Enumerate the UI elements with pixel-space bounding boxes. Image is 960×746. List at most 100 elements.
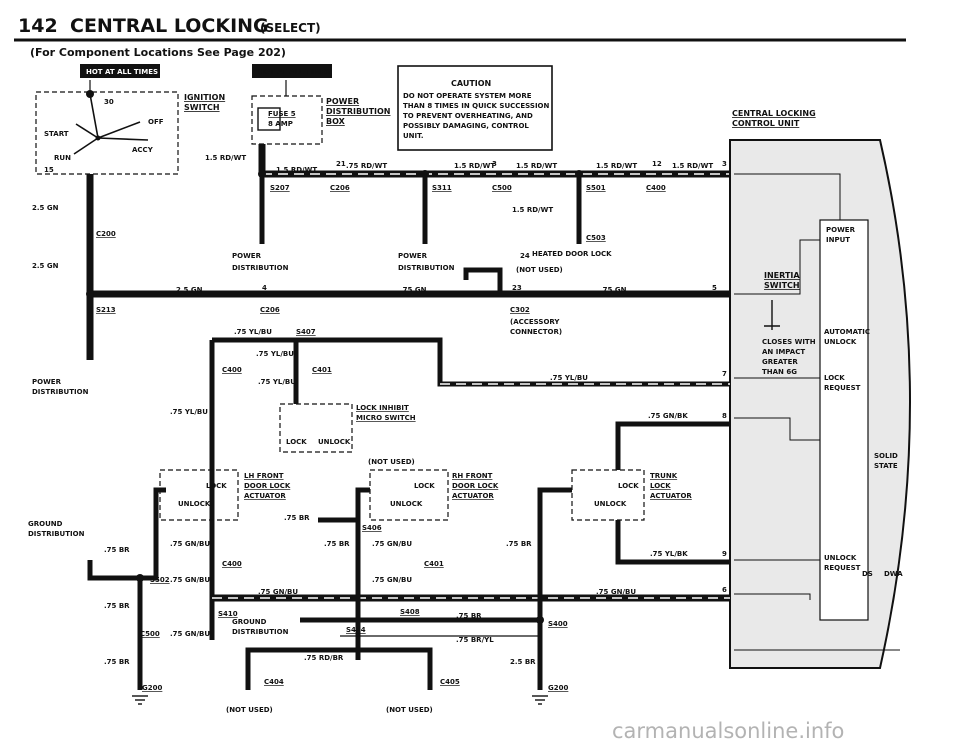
ground-lh xyxy=(87,487,166,581)
conn-c401-b: C401 xyxy=(424,560,444,568)
conn-s414: S414 xyxy=(346,626,366,634)
power-dist-a-1: POWER xyxy=(232,252,262,260)
inertia-note-4: THAN 6G xyxy=(762,368,797,376)
rh-label-3: ACTUATOR xyxy=(452,492,494,500)
wire-label-25gn-c: 2.5 GN xyxy=(176,286,203,294)
ccu-dwa: DWA xyxy=(884,570,903,578)
caution-title: CAUTION xyxy=(451,79,491,88)
pin-6: 6 xyxy=(722,586,727,594)
rh-label-2: DOOR LOCK xyxy=(452,482,499,490)
gnbk-wire xyxy=(615,421,730,470)
pin-8: 8 xyxy=(722,412,727,420)
inertia-note-1: CLOSES WITH xyxy=(762,338,816,346)
conn-c400-c: C400 xyxy=(222,560,242,568)
wire-label-75rdwt: .75 RD/WT xyxy=(346,162,387,170)
lock-inhibit-2: MICRO SWITCH xyxy=(356,414,416,422)
ign-run: RUN xyxy=(54,154,71,162)
wire-label-75br-b: .75 BR xyxy=(104,602,130,610)
wire-label-75br-e: .75 BR xyxy=(324,540,350,548)
conn-s207: S207 xyxy=(270,184,290,192)
ccu-auto-2: UNLOCK xyxy=(824,338,857,346)
rh-unlock: UNLOCK xyxy=(390,500,423,508)
hot-banner-left xyxy=(80,64,160,78)
conn-g200-b: G200 xyxy=(548,684,568,692)
wire-label-15rdwt-e: 1.5 RD/WT xyxy=(596,162,637,170)
wire-label-75br-g: .75 BR xyxy=(456,612,482,620)
ground-label: GROUND xyxy=(232,618,267,626)
ignition-label-2: SWITCH xyxy=(184,103,220,112)
conn-s410: S410 xyxy=(218,610,238,618)
inhibit-not-used: (NOT USED) xyxy=(368,458,415,466)
trunk-label-2: LOCK xyxy=(650,482,671,490)
conn-s501: S501 xyxy=(586,184,606,192)
conn-c500-b: C500 xyxy=(140,630,160,638)
trunk-lock-sw: LOCK xyxy=(618,482,639,490)
wire-label-15rdwt-a: 1.5 RD/WT xyxy=(205,154,246,162)
conn-c503: C503 xyxy=(586,234,606,242)
inertia-note-2: AN IMPACT xyxy=(762,348,805,356)
wire-label-75gnbu-d: .75 GN/BU xyxy=(170,576,210,584)
fuse-label-1: FUSE 5 xyxy=(268,110,296,118)
power-dist-c-1: POWER xyxy=(32,378,62,386)
conn-s502: S502 xyxy=(150,576,170,584)
wire-label-75ylbk: .75 YL/BK xyxy=(650,550,688,558)
ign-pin15: 15 xyxy=(44,166,54,174)
pin-9: 9 xyxy=(722,550,727,558)
conn-c400-a: C400 xyxy=(646,184,666,192)
lock-inhibit-switch xyxy=(279,403,353,453)
hot-banner-left-text: HOT AT ALL TIMES xyxy=(86,68,158,76)
pin-3-b: 3 xyxy=(722,160,727,168)
ccu-solid-1: SOLID xyxy=(874,452,898,460)
wire-label-75ylbu-a: .75 YL/BU xyxy=(234,328,272,336)
ground-dist-1: GROUND xyxy=(28,520,63,528)
wire-label-15rdwt-d: 1.5 RD/WT xyxy=(516,162,557,170)
wire-label-15rdwt-f: 1.5 RD/WT xyxy=(672,162,713,170)
wire-label-75gn-a: .75 GN xyxy=(400,286,427,294)
pin-23: 23 xyxy=(512,284,522,292)
wire-label-75gnbu-e: .75 GN/BU xyxy=(170,630,210,638)
trunk-unlock-sw: UNLOCK xyxy=(594,500,627,508)
wire-label-75ylbu-b: .75 YL/BU xyxy=(256,350,294,358)
lock-inhibit-1: LOCK INHIBIT xyxy=(356,404,409,412)
fuse-label-2: 8 AMP xyxy=(268,120,293,128)
central-locking-control-unit xyxy=(729,139,911,669)
wire-label-75gnbu-f: .75 GN/BU xyxy=(372,540,412,548)
ccu-label-2: CONTROL UNIT xyxy=(732,119,800,128)
wire-label-75gnbu-g: .75 GN/BU xyxy=(372,576,412,584)
wire-label-75br-a: .75 BR xyxy=(104,546,130,554)
conn-c200: C200 xyxy=(96,230,116,238)
pin-7: 7 xyxy=(722,370,727,378)
wire-label-75gnbu-c: .75 GN/BU xyxy=(170,540,210,548)
ccu-power-2: INPUT xyxy=(826,236,850,244)
conn-s407: S407 xyxy=(296,328,316,336)
ground-rh xyxy=(318,487,370,523)
caution-line-5: UNIT. xyxy=(403,132,424,140)
conn-c500-a: C500 xyxy=(492,184,512,192)
ccu-power-1: POWER xyxy=(826,226,856,234)
inertia-switch-symbol xyxy=(764,300,780,330)
inertia-label-1: INERTIA xyxy=(764,271,800,280)
conn-s213: S213 xyxy=(96,306,116,314)
accessory-2: CONNECTOR) xyxy=(510,328,562,336)
conn-s406: S406 xyxy=(362,524,382,532)
ign-accy: ACCY xyxy=(132,146,154,154)
lh-label-2: DOOR LOCK xyxy=(244,482,291,490)
pdb-label-1: POWER xyxy=(326,97,359,106)
caution-line-3: TO PREVENT OVERHEATING, AND xyxy=(403,112,533,120)
ground-dist-2: DISTRIBUTION xyxy=(28,530,85,538)
caution-line-1: DO NOT OPERATE SYSTEM MORE xyxy=(403,92,532,100)
trunk-label-3: ACTUATOR xyxy=(650,492,692,500)
ign-start: START xyxy=(44,130,69,138)
ccu-auto-1: AUTOMATIC xyxy=(824,328,870,336)
wire-label-75br-d: .75 BR xyxy=(284,514,310,522)
ground-trunk xyxy=(537,487,572,690)
fuse-5: FUSE 5 8 AMP POWER DISTRIBUTION BOX xyxy=(251,80,391,145)
heated-lock: HEATED DOOR LOCK xyxy=(532,250,612,258)
ylbk-wire xyxy=(615,520,730,565)
conn-c401-a: C401 xyxy=(312,366,332,374)
page-title: CENTRAL LOCKING xyxy=(70,15,269,37)
trunk-label-1: TRUNK xyxy=(650,472,678,480)
wire-label-75gnbk: .75 GN/BK xyxy=(648,412,688,420)
rdbr-wire xyxy=(245,647,433,690)
ign-pin30: 30 xyxy=(104,98,114,106)
